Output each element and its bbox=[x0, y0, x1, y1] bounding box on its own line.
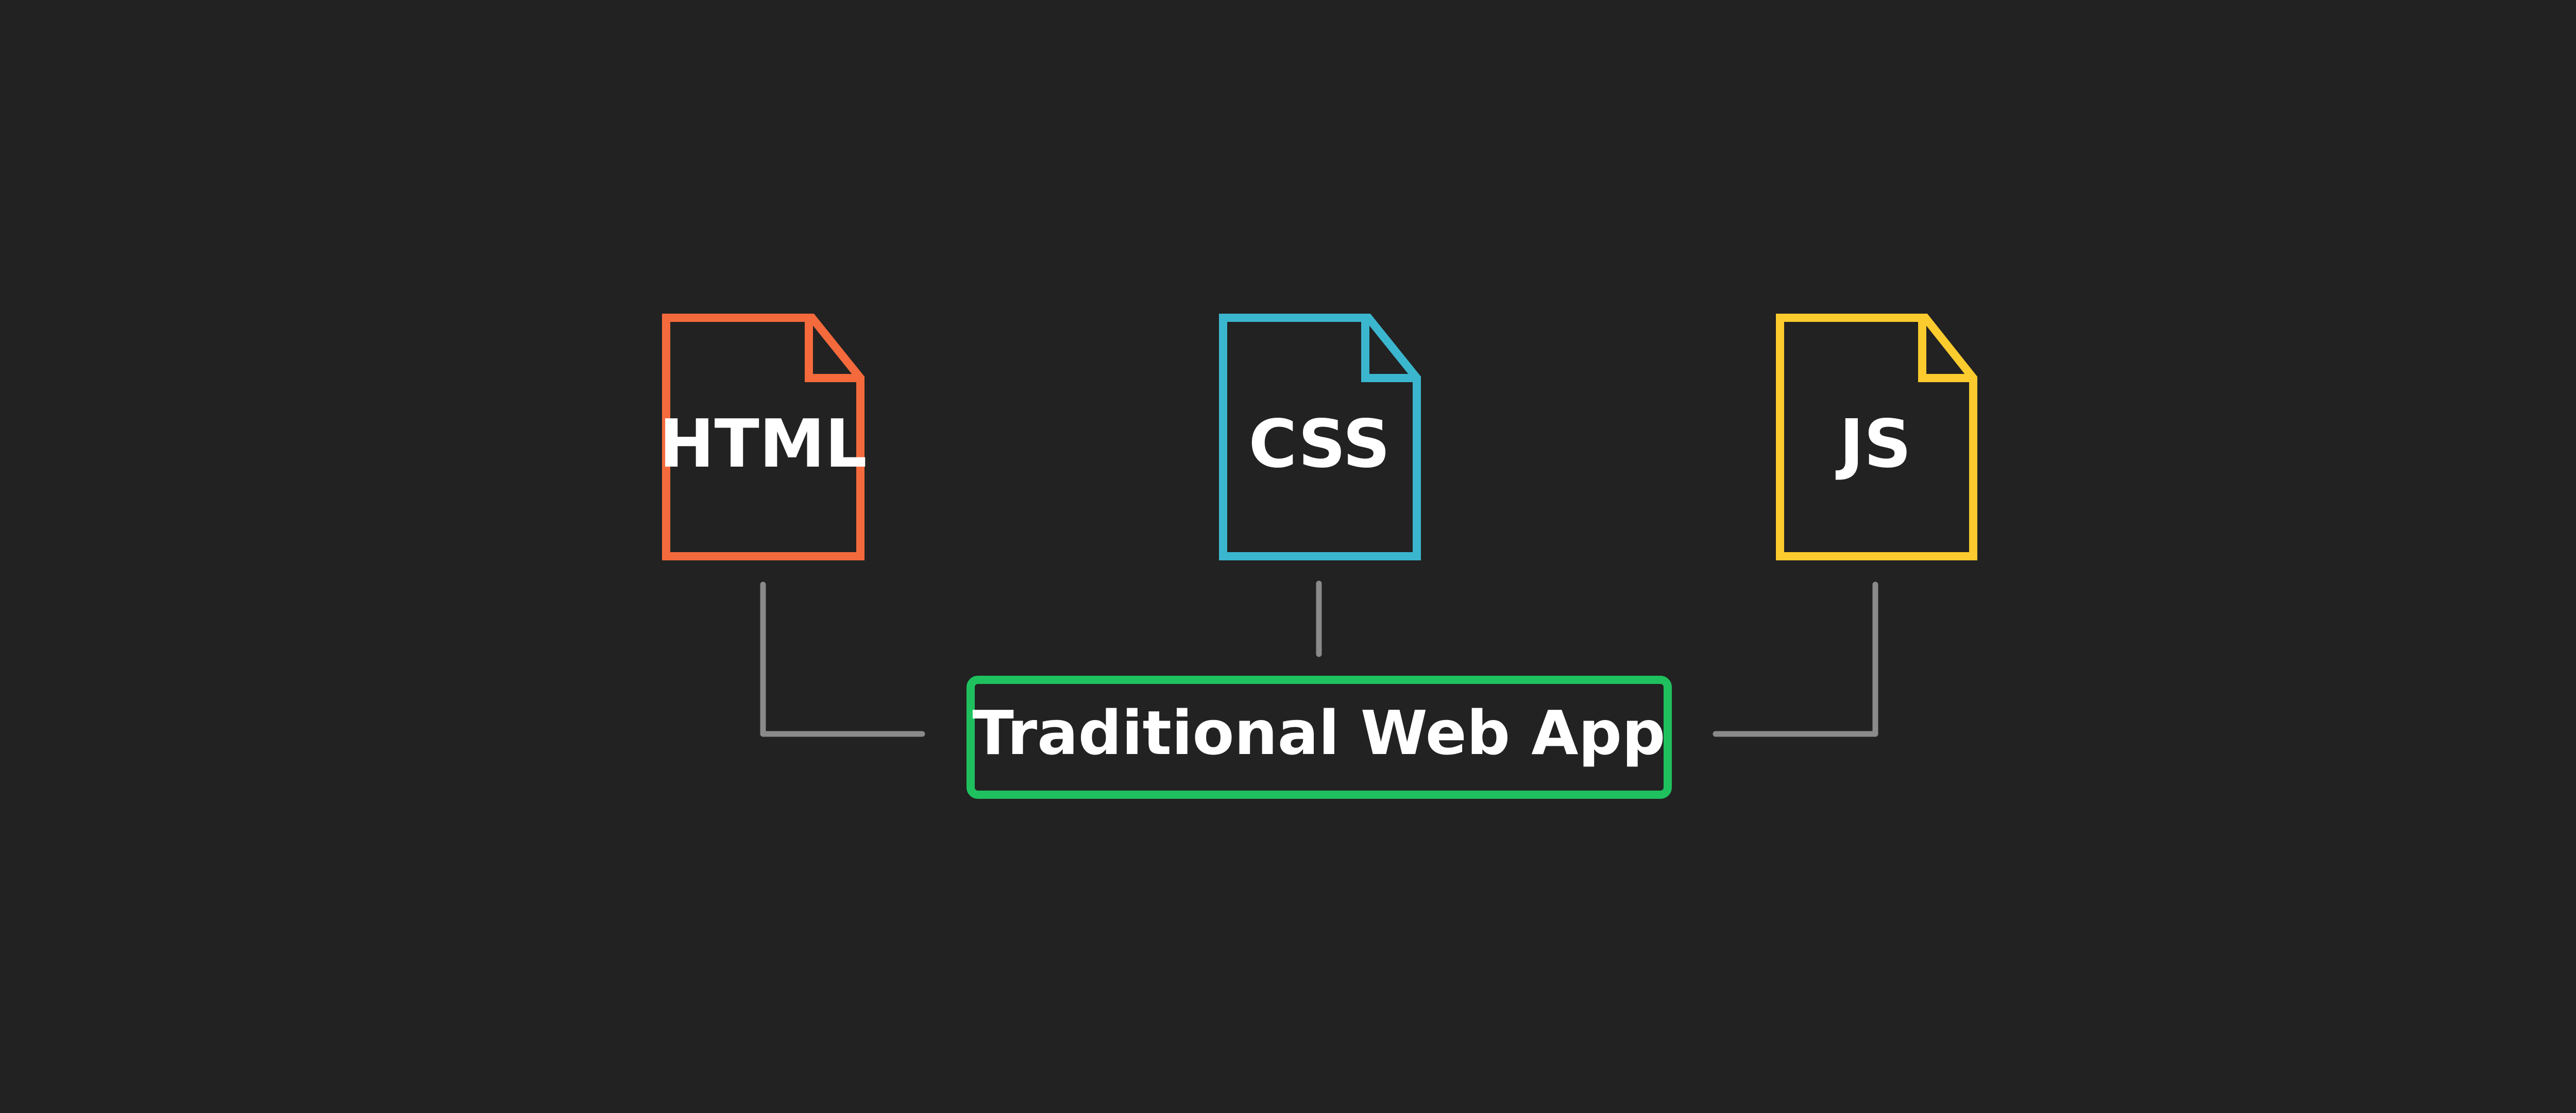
css-file-label: CSS bbox=[1249, 406, 1391, 483]
traditional-web-app-box: Traditional Web App bbox=[967, 676, 1672, 799]
html-file-icon bbox=[662, 314, 865, 560]
js-file-label: JS bbox=[1835, 406, 1911, 483]
css-file-icon bbox=[1219, 314, 1421, 560]
js-file: JS bbox=[1776, 314, 1977, 560]
js-connector bbox=[1713, 581, 1878, 737]
js-file-icon bbox=[1776, 314, 1977, 560]
html-file: HTML bbox=[659, 314, 867, 560]
app-label: Traditional Web App bbox=[972, 697, 1665, 768]
app-box-outline bbox=[967, 676, 1672, 799]
html-connector bbox=[760, 581, 925, 737]
html-file-label: HTML bbox=[659, 406, 867, 483]
css-file: CSS bbox=[1219, 314, 1421, 560]
